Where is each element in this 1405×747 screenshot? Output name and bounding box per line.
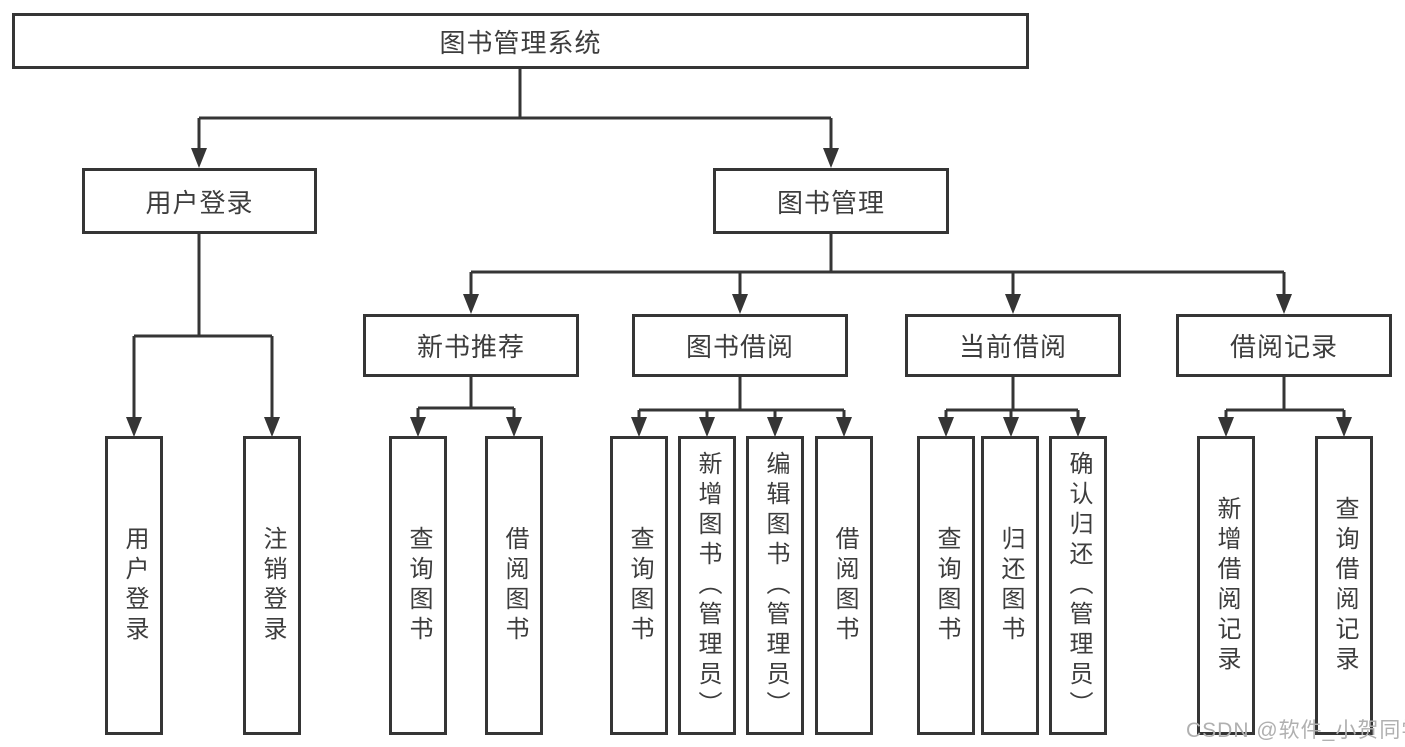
node-user-login-label: 用户登录 — [145, 187, 254, 218]
leaf-borrow-query-book-label: 查询图书 — [626, 525, 653, 646]
leaf-add-book-admin-label: 新增图书（管理员） — [694, 450, 721, 721]
leaf-borrow-query-book: 查询图书 — [610, 436, 668, 735]
leaf-add-borrow-record-label: 新增借阅记录 — [1213, 495, 1240, 676]
csdn-watermark: CSDN @软件_小贺同学 — [1186, 719, 1405, 742]
leaf-user-login: 用户登录 — [105, 436, 163, 735]
leaf-borrow-book: 借阅图书 — [815, 436, 873, 735]
leaf-query-borrow-record-label: 查询借阅记录 — [1331, 495, 1358, 676]
leaf-current-query-book-label: 查询图书 — [933, 525, 960, 646]
leaf-current-query-book: 查询图书 — [917, 436, 975, 735]
leaf-logout-label: 注销登录 — [259, 525, 286, 646]
leaf-user-login-label: 用户登录 — [121, 525, 148, 646]
node-book-borrow-label: 图书借阅 — [685, 332, 794, 362]
leaf-recommend-borrow-book: 借阅图书 — [485, 436, 543, 735]
node-borrow-record-label: 借阅记录 — [1229, 332, 1338, 362]
leaf-add-borrow-record: 新增借阅记录 — [1197, 436, 1255, 735]
node-current-borrow-label: 当前借阅 — [958, 332, 1067, 362]
node-root-label: 图书管理系统 — [439, 27, 602, 58]
node-root-system: 图书管理系统 — [12, 13, 1029, 69]
node-book-management-label: 图书管理 — [776, 187, 885, 218]
leaf-recommend-query-book-label: 查询图书 — [405, 525, 432, 646]
leaf-return-book-label: 归还图书 — [997, 525, 1024, 646]
leaf-confirm-return-admin-label: 确认归还（管理员） — [1065, 450, 1092, 721]
leaf-edit-book-admin-label: 编辑图书（管理员） — [762, 450, 789, 721]
leaf-recommend-borrow-book-label: 借阅图书 — [501, 525, 528, 646]
node-book-borrow: 图书借阅 — [632, 314, 848, 377]
leaf-borrow-book-label: 借阅图书 — [831, 525, 858, 646]
node-borrow-record: 借阅记录 — [1176, 314, 1392, 377]
leaf-confirm-return-admin: 确认归还（管理员） — [1049, 436, 1107, 735]
leaf-recommend-query-book: 查询图书 — [389, 436, 447, 735]
leaf-edit-book-admin: 编辑图书（管理员） — [746, 436, 804, 735]
leaf-add-book-admin: 新增图书（管理员） — [678, 436, 736, 735]
node-new-book-recommend: 新书推荐 — [363, 314, 579, 377]
leaf-logout: 注销登录 — [243, 436, 301, 735]
node-new-book-recommend-label: 新书推荐 — [416, 332, 525, 362]
node-book-management: 图书管理 — [713, 168, 949, 234]
leaf-return-book: 归还图书 — [981, 436, 1039, 735]
leaf-query-borrow-record: 查询借阅记录 — [1315, 436, 1373, 735]
node-user-login: 用户登录 — [82, 168, 317, 234]
node-current-borrow: 当前借阅 — [905, 314, 1121, 377]
